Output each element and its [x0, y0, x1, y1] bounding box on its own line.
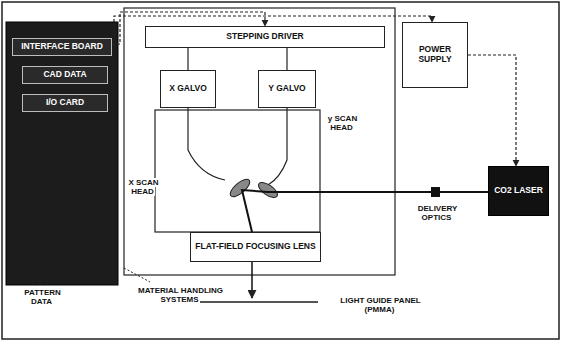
part-label: LIGHT GUIDE PANEL (PMMA) [330, 296, 430, 314]
signal-line [468, 55, 516, 166]
label-text: MATERIAL HANDLING SYSTEMS [137, 286, 223, 304]
board-label: CAD DATA [22, 66, 108, 84]
box-text: INTERFACE BOARD [19, 42, 105, 52]
driver-box: STEPPING DRIVER [145, 26, 385, 48]
part-label: MATERIAL HANDLING SYSTEMS [130, 286, 230, 304]
lens-box: FLAT-FIELD FOCUSING LENS [190, 232, 321, 262]
part-label: X SCAN HEAD [126, 178, 160, 196]
label-text: DELIVERY OPTICS [417, 204, 458, 222]
scan-head-box [155, 110, 320, 232]
box-text: POWER SUPPLY [403, 45, 467, 65]
y-galvo-shaft [268, 108, 287, 185]
x-mirror [228, 176, 253, 199]
outer-frame [2, 2, 559, 339]
box-text: Y GALVO [266, 84, 307, 94]
label-text: LIGHT GUIDE PANEL (PMMA) [339, 296, 420, 314]
box-text: FLAT-FIELD FOCUSING LENS [193, 242, 317, 252]
handling-leader [124, 268, 150, 282]
box-text: I/O CARD [44, 98, 86, 108]
delivery-optics [431, 187, 440, 197]
box-text: CO2 LASER [492, 186, 545, 196]
scanner-housing [124, 8, 395, 275]
y-mirror [256, 180, 280, 201]
box-text: STEPPING DRIVER [224, 32, 305, 42]
x-galvo-shaft [188, 108, 225, 180]
laser-box: CO2 LASER [488, 166, 549, 216]
part-label: PATTERN DATA [14, 288, 70, 306]
part-label: y SCAN HEAD [322, 114, 362, 132]
board-label: INTERFACE BOARD [12, 38, 112, 56]
galvo-box: X GALVO [160, 70, 216, 108]
label-text: PATTERN DATA [23, 288, 61, 306]
signal-line [187, 48, 188, 70]
light-guide-panel [190, 301, 318, 303]
part-label: DELIVERY OPTICS [408, 204, 466, 222]
signal-line [286, 48, 287, 70]
signal-line [112, 16, 432, 50]
focused-beam [251, 262, 253, 298]
pattern-leader [40, 258, 41, 285]
label-text: X SCAN HEAD [127, 178, 158, 196]
board-label: I/O CARD [22, 94, 108, 112]
label-text: y SCAN HEAD [327, 114, 357, 132]
galvo-box: Y GALVO [258, 70, 316, 108]
box-text: CAD DATA [41, 70, 88, 80]
computer-block [6, 22, 118, 285]
laser-beam [242, 190, 488, 232]
power-box: POWER SUPPLY [402, 22, 468, 88]
box-text: X GALVO [167, 84, 209, 94]
